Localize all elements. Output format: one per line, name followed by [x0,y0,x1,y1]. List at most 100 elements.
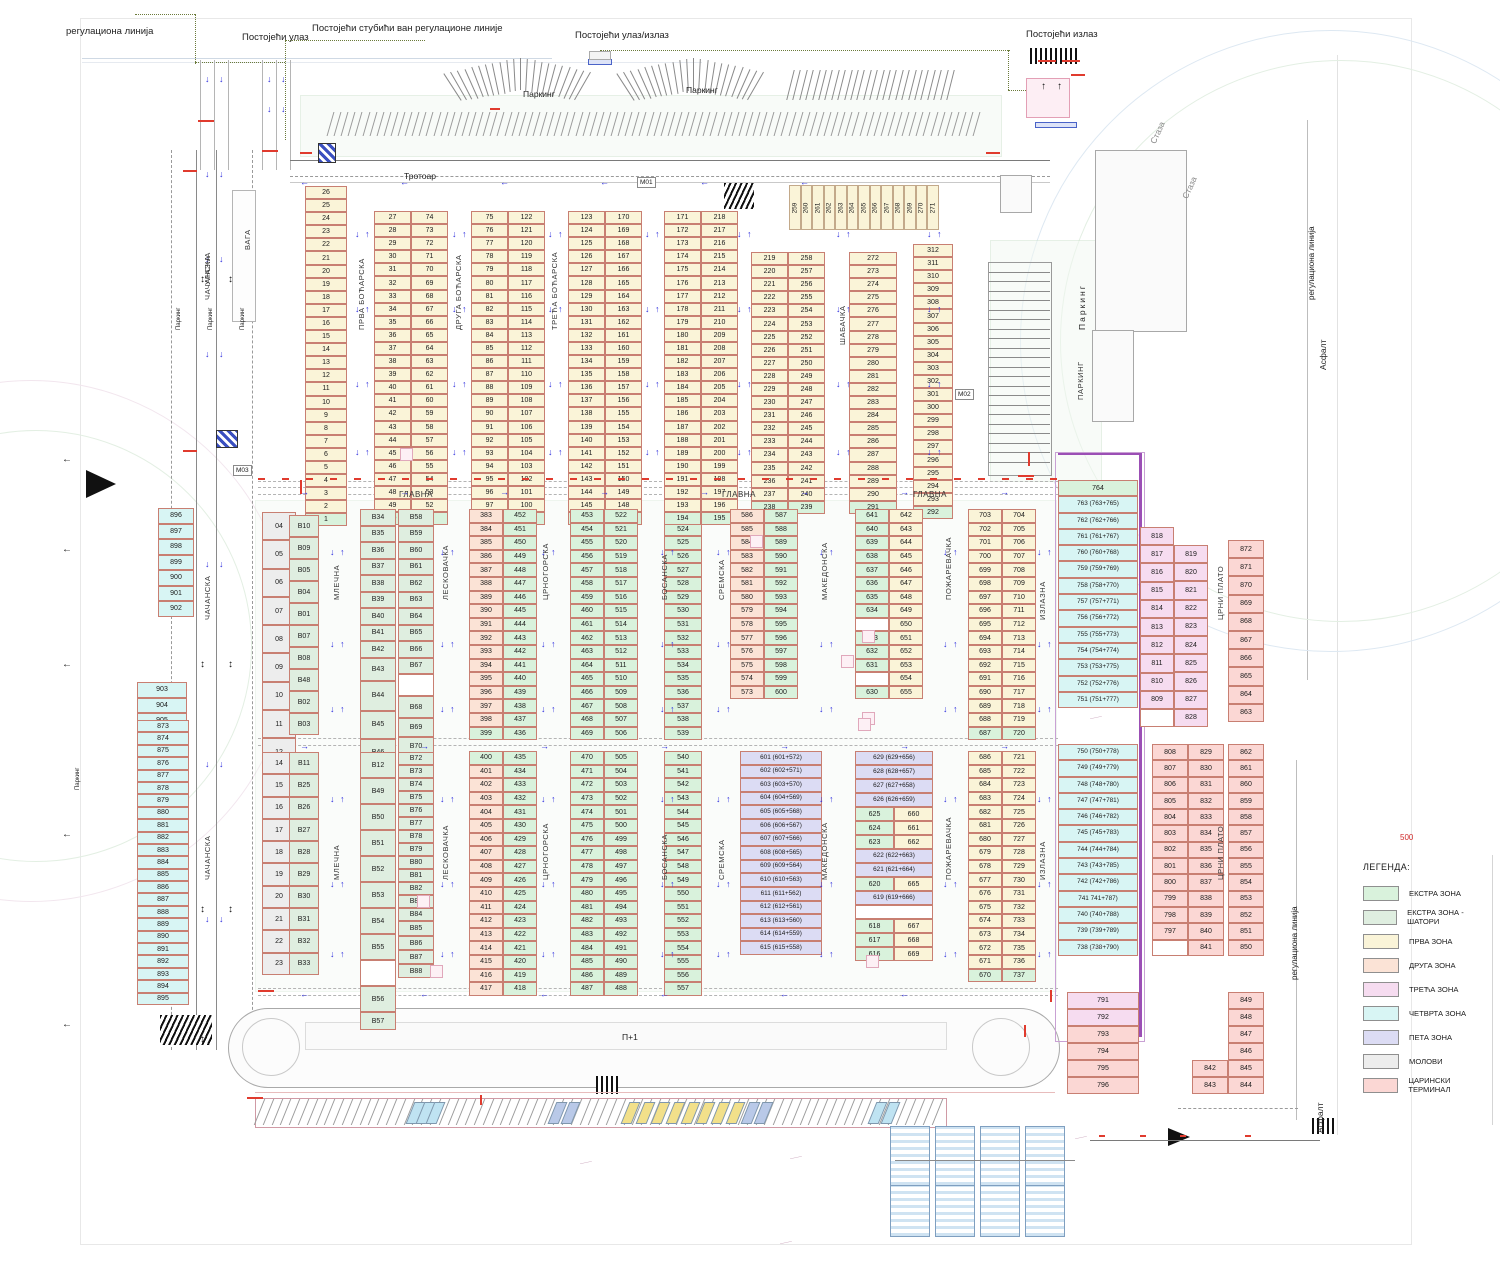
stall-cell[interactable]: 509 [604,685,638,700]
stall-cell[interactable]: 550 [664,886,702,901]
stall-cell[interactable]: 425 [503,886,537,901]
stall-cell[interactable]: 853 [1228,890,1264,907]
stall-cell[interactable]: 311 [913,257,953,271]
stall-cell[interactable]: 3 [305,487,347,501]
stall-cell[interactable]: 384 [469,522,503,537]
stall-cell[interactable]: 608 (608+565) [740,846,822,860]
stall-cell[interactable]: 838 [1188,890,1224,907]
stall-cell[interactable]: 885 [137,868,189,882]
stall-cell[interactable]: 450 [503,536,537,550]
stall-cell[interactable]: B66 [398,641,434,658]
stall-cell[interactable]: 186 [664,407,701,421]
stall-cell[interactable]: B81 [398,869,434,882]
stall-cell[interactable]: 591 [764,563,798,577]
stall-cell[interactable]: 46 [374,459,411,473]
stall-cell[interactable]: 634 [855,604,889,618]
stall-cell[interactable]: 551 [664,900,702,915]
stall-cell[interactable]: B80 [398,856,434,869]
stall-cell[interactable]: 822 [1174,599,1208,618]
stall-cell[interactable]: 451 [503,522,537,537]
stall-cell[interactable]: 281 [849,369,897,383]
stall-cell[interactable]: 893 [137,967,189,981]
stall-cell[interactable]: 286 [849,435,897,449]
stall-cell[interactable]: B56 [360,986,396,1012]
stall-cell[interactable]: 387 [469,563,503,577]
stall-cell[interactable]: 208 [701,341,738,356]
stall-cell[interactable]: 269 [904,185,916,230]
stall-cell[interactable]: 601 (601+572) [740,751,822,765]
stall-cell[interactable]: 904 [137,697,187,713]
stall-cell[interactable]: 4 [305,474,347,488]
stall-cell[interactable]: 138 [568,407,605,421]
stall-cell[interactable]: 600 [764,685,798,700]
stall-cell[interactable]: 815 [1140,581,1174,600]
stall-cell[interactable]: 679 [968,846,1002,860]
stall-cell[interactable]: 530 [664,604,702,618]
stall-cell[interactable]: 636 [855,576,889,591]
stall-cell[interactable]: B53 [360,882,396,908]
stall-cell[interactable]: 440 [503,672,537,686]
stall-cell[interactable]: 242 [788,461,825,475]
stall-cell[interactable]: 631 [855,658,889,673]
stall-cell[interactable]: B27 [289,818,319,842]
stall-cell[interactable]: 123 [568,211,605,225]
stall-cell[interactable]: 129 [568,289,605,303]
stall-cell[interactable]: 803 [1152,825,1188,842]
stall-cell[interactable]: 793 [1067,1026,1139,1043]
stall-cell[interactable]: 439 [503,685,537,700]
stall-cell[interactable]: 622 (622+663) [855,849,933,863]
stall-cell[interactable]: B28 [289,841,319,864]
stall-cell[interactable]: 82 [471,302,508,316]
stall-cell[interactable]: 199 [701,459,738,473]
stall-cell[interactable]: B08 [289,647,319,669]
stall-cell[interactable]: 494 [604,900,638,915]
stall-cell[interactable]: 671 [968,954,1002,969]
stall-cell[interactable]: 83 [471,315,508,329]
stall-cell[interactable] [855,905,933,919]
stall-cell[interactable]: 861 [1228,760,1264,777]
stall-cell[interactable]: 116 [508,289,545,303]
stall-cell[interactable]: 449 [503,549,537,564]
stall-cell[interactable]: 606 (606+567) [740,818,822,833]
stall-cell[interactable]: 221 [751,278,788,292]
stall-cell[interactable]: 464 [570,658,604,673]
stall-cell[interactable]: 499 [604,832,638,847]
stall-cell[interactable]: 611 (611+562) [740,886,822,901]
stall-cell[interactable]: 903 [137,682,187,698]
stall-cell[interactable]: 528 [664,576,702,591]
stall-cell[interactable]: 390 [469,604,503,618]
stall-cell[interactable]: 226 [751,343,788,357]
stall-cell[interactable]: 119 [508,250,545,264]
stall-cell[interactable]: 639 [855,536,889,550]
stall-cell[interactable]: 28 [374,224,411,238]
stall-cell[interactable]: 419 [503,968,537,983]
stall-cell[interactable]: 711 [1002,604,1036,618]
stall-cell[interactable]: 722 [1002,764,1036,779]
stall-cell[interactable]: 103 [508,459,545,473]
stall-cell[interactable]: 529 [664,590,702,605]
kiosk-marker[interactable] [417,895,430,908]
stall-cell[interactable]: 586 [730,509,764,523]
stall-cell[interactable]: 197 [701,485,738,500]
stall-cell[interactable]: B05 [289,559,319,581]
stall-cell[interactable]: 581 [730,576,764,591]
stall-cell[interactable]: 107 [508,407,545,421]
stall-cell[interactable]: 275 [849,291,897,305]
stall-cell[interactable]: 149 [605,485,642,500]
stall-cell[interactable]: 884 [137,856,189,869]
stall-cell[interactable]: 619 (619+666) [855,891,933,905]
stall-cell[interactable]: 224 [751,317,788,331]
stall-cell[interactable]: 841 [1188,939,1224,956]
stall-cell[interactable]: 392 [469,631,503,645]
stall-cell[interactable]: 588 [764,522,798,537]
stall-cell[interactable]: 6 [305,447,347,461]
stall-cell[interactable]: B31 [289,908,319,931]
stall-cell[interactable]: 869 [1228,594,1264,613]
stall-cell[interactable]: B72 [398,752,434,765]
stall-cell[interactable]: 192 [664,485,701,500]
stall-cell[interactable]: 411 [469,900,503,915]
stall-cell[interactable]: 501 [604,805,638,819]
stall-cell[interactable] [398,674,434,696]
stall-cell[interactable]: 23 [305,225,347,239]
stall-cell[interactable]: 607 (607+566) [740,832,822,847]
